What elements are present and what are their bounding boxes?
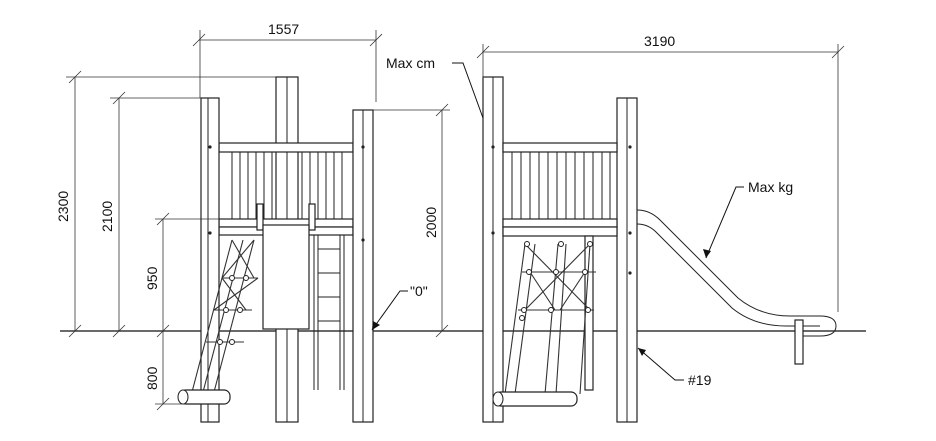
callout-item-number-label: #19 (688, 372, 712, 388)
dim-label-950: 950 (144, 266, 160, 290)
dim-label-1557: 1557 (268, 21, 299, 37)
left-rope-net (191, 239, 259, 393)
right-log-anchor (494, 391, 578, 407)
dim-label-2000: 2000 (423, 207, 439, 238)
left-elevation (177, 76, 374, 423)
dimension-height-post: 2100 (99, 91, 201, 338)
dimension-width-right: 3190 (476, 33, 845, 312)
callout-max-cm: Max cm (386, 55, 484, 119)
dimension-height-below-ground: 800 (144, 331, 185, 411)
callout-item-number: #19 (637, 347, 712, 388)
dimension-height-total: 2300 (55, 70, 276, 338)
left-center-panel (262, 224, 310, 330)
dimension-width-left: 1557 (192, 21, 383, 102)
right-railing-top (502, 142, 618, 153)
left-ladder (313, 235, 345, 390)
dim-label-800: 800 (144, 366, 160, 390)
callout-max-kg-label: Max kg (748, 179, 793, 195)
callout-max-kg: Max kg (703, 179, 793, 259)
right-railing-slats (511, 152, 611, 220)
right-elevation (482, 76, 837, 423)
right-rope-net (504, 241, 596, 395)
dimension-height-right: 2000 (373, 103, 450, 338)
dimension-height-platform: 950 (144, 212, 219, 338)
callout-ground-zero-label: "0" (410, 283, 428, 299)
left-railing-top (218, 142, 354, 153)
dim-label-2100: 2100 (99, 201, 115, 232)
callout-ground-zero: "0" (371, 283, 428, 331)
right-deck (502, 218, 618, 228)
dim-label-2300: 2300 (55, 191, 71, 222)
slide (636, 209, 837, 365)
callout-max-cm-label: Max cm (386, 55, 435, 71)
dim-label-3190: 3190 (644, 33, 675, 49)
right-deck-beam (502, 226, 618, 237)
